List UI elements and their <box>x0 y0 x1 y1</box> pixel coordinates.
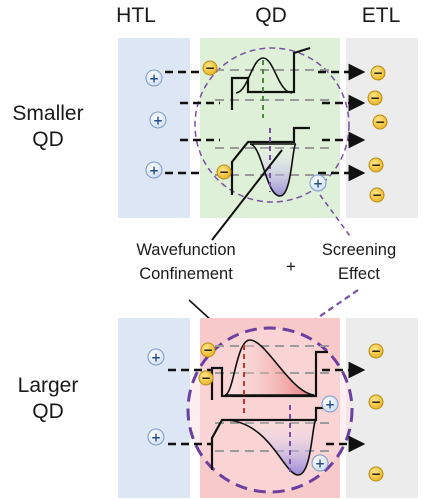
svg-text:−: − <box>375 115 385 129</box>
row-label-smaller: Smaller <box>12 102 83 125</box>
electron-wavefunction-small <box>235 57 293 94</box>
electron-charge: − <box>202 60 218 76</box>
screening-circle-small <box>194 47 350 203</box>
hole-charge: + <box>149 111 167 129</box>
electron-charge: − <box>216 164 232 180</box>
hole-charge: + <box>145 69 163 87</box>
pointer-confinement-top <box>211 149 283 241</box>
svg-text:−: − <box>371 467 381 481</box>
svg-text:−: − <box>205 61 215 75</box>
hole-charge: + <box>311 454 329 472</box>
svg-text:+: + <box>151 431 161 445</box>
label-effect: Effect <box>338 265 380 283</box>
pointer-screening-bottom <box>299 289 359 331</box>
hole-wavefunction-large <box>225 419 317 476</box>
svg-text:+: + <box>153 114 163 128</box>
row-label-smaller-qd: QD <box>32 128 64 151</box>
svg-text:−: − <box>203 343 213 357</box>
svg-text:−: − <box>371 158 381 172</box>
electron-wavefunction-large <box>224 339 315 396</box>
label-plus: + <box>286 258 296 276</box>
conduction-band-large <box>210 350 328 400</box>
header-htl: HTL <box>116 4 156 27</box>
electron-charge: − <box>369 187 385 203</box>
svg-text:−: − <box>372 188 382 202</box>
smaller-qd-panel: + + + + − − − − − − − <box>118 38 418 218</box>
electron-charge: − <box>200 342 216 358</box>
label-screening: Screening <box>322 241 396 259</box>
hole-charge: + <box>147 428 165 446</box>
hole-charge: + <box>147 348 165 366</box>
svg-text:+: + <box>151 351 161 365</box>
electron-charge: − <box>368 343 384 359</box>
svg-text:+: + <box>149 72 159 86</box>
electron-charge: − <box>368 157 384 173</box>
electron-charge: − <box>370 65 386 81</box>
conduction-band-small <box>230 46 311 110</box>
header-qd: QD <box>255 4 287 27</box>
electron-charge: − <box>368 466 384 482</box>
svg-text:+: + <box>315 457 325 471</box>
svg-text:−: − <box>371 395 381 409</box>
row-label-larger: Larger <box>18 374 79 397</box>
hole-charge: + <box>309 174 327 192</box>
row-label-larger-qd: QD <box>32 400 64 423</box>
htl-layer-bottom <box>118 318 190 498</box>
electron-charge: − <box>368 394 384 410</box>
label-wavefunction: Wavefunction <box>136 241 235 259</box>
svg-text:+: + <box>149 164 159 178</box>
svg-text:−: − <box>370 91 380 105</box>
svg-text:−: − <box>219 165 229 179</box>
svg-text:−: − <box>201 371 211 385</box>
svg-text:+: + <box>325 398 335 412</box>
hole-charge: + <box>145 161 163 179</box>
larger-qd-panel: + + + + − − − − − <box>118 318 418 498</box>
svg-text:−: − <box>373 66 383 80</box>
electron-charge: − <box>372 114 388 130</box>
electron-charge: − <box>198 370 214 386</box>
label-confinement: Confinement <box>139 265 233 283</box>
svg-text:+: + <box>313 177 323 191</box>
header-etl: ETL <box>362 4 401 27</box>
svg-text:−: − <box>371 344 381 358</box>
htl-layer-top <box>118 38 190 218</box>
hole-charge: + <box>321 395 339 413</box>
electron-charge: − <box>367 90 383 106</box>
hole-wavefunction-small <box>249 143 297 197</box>
